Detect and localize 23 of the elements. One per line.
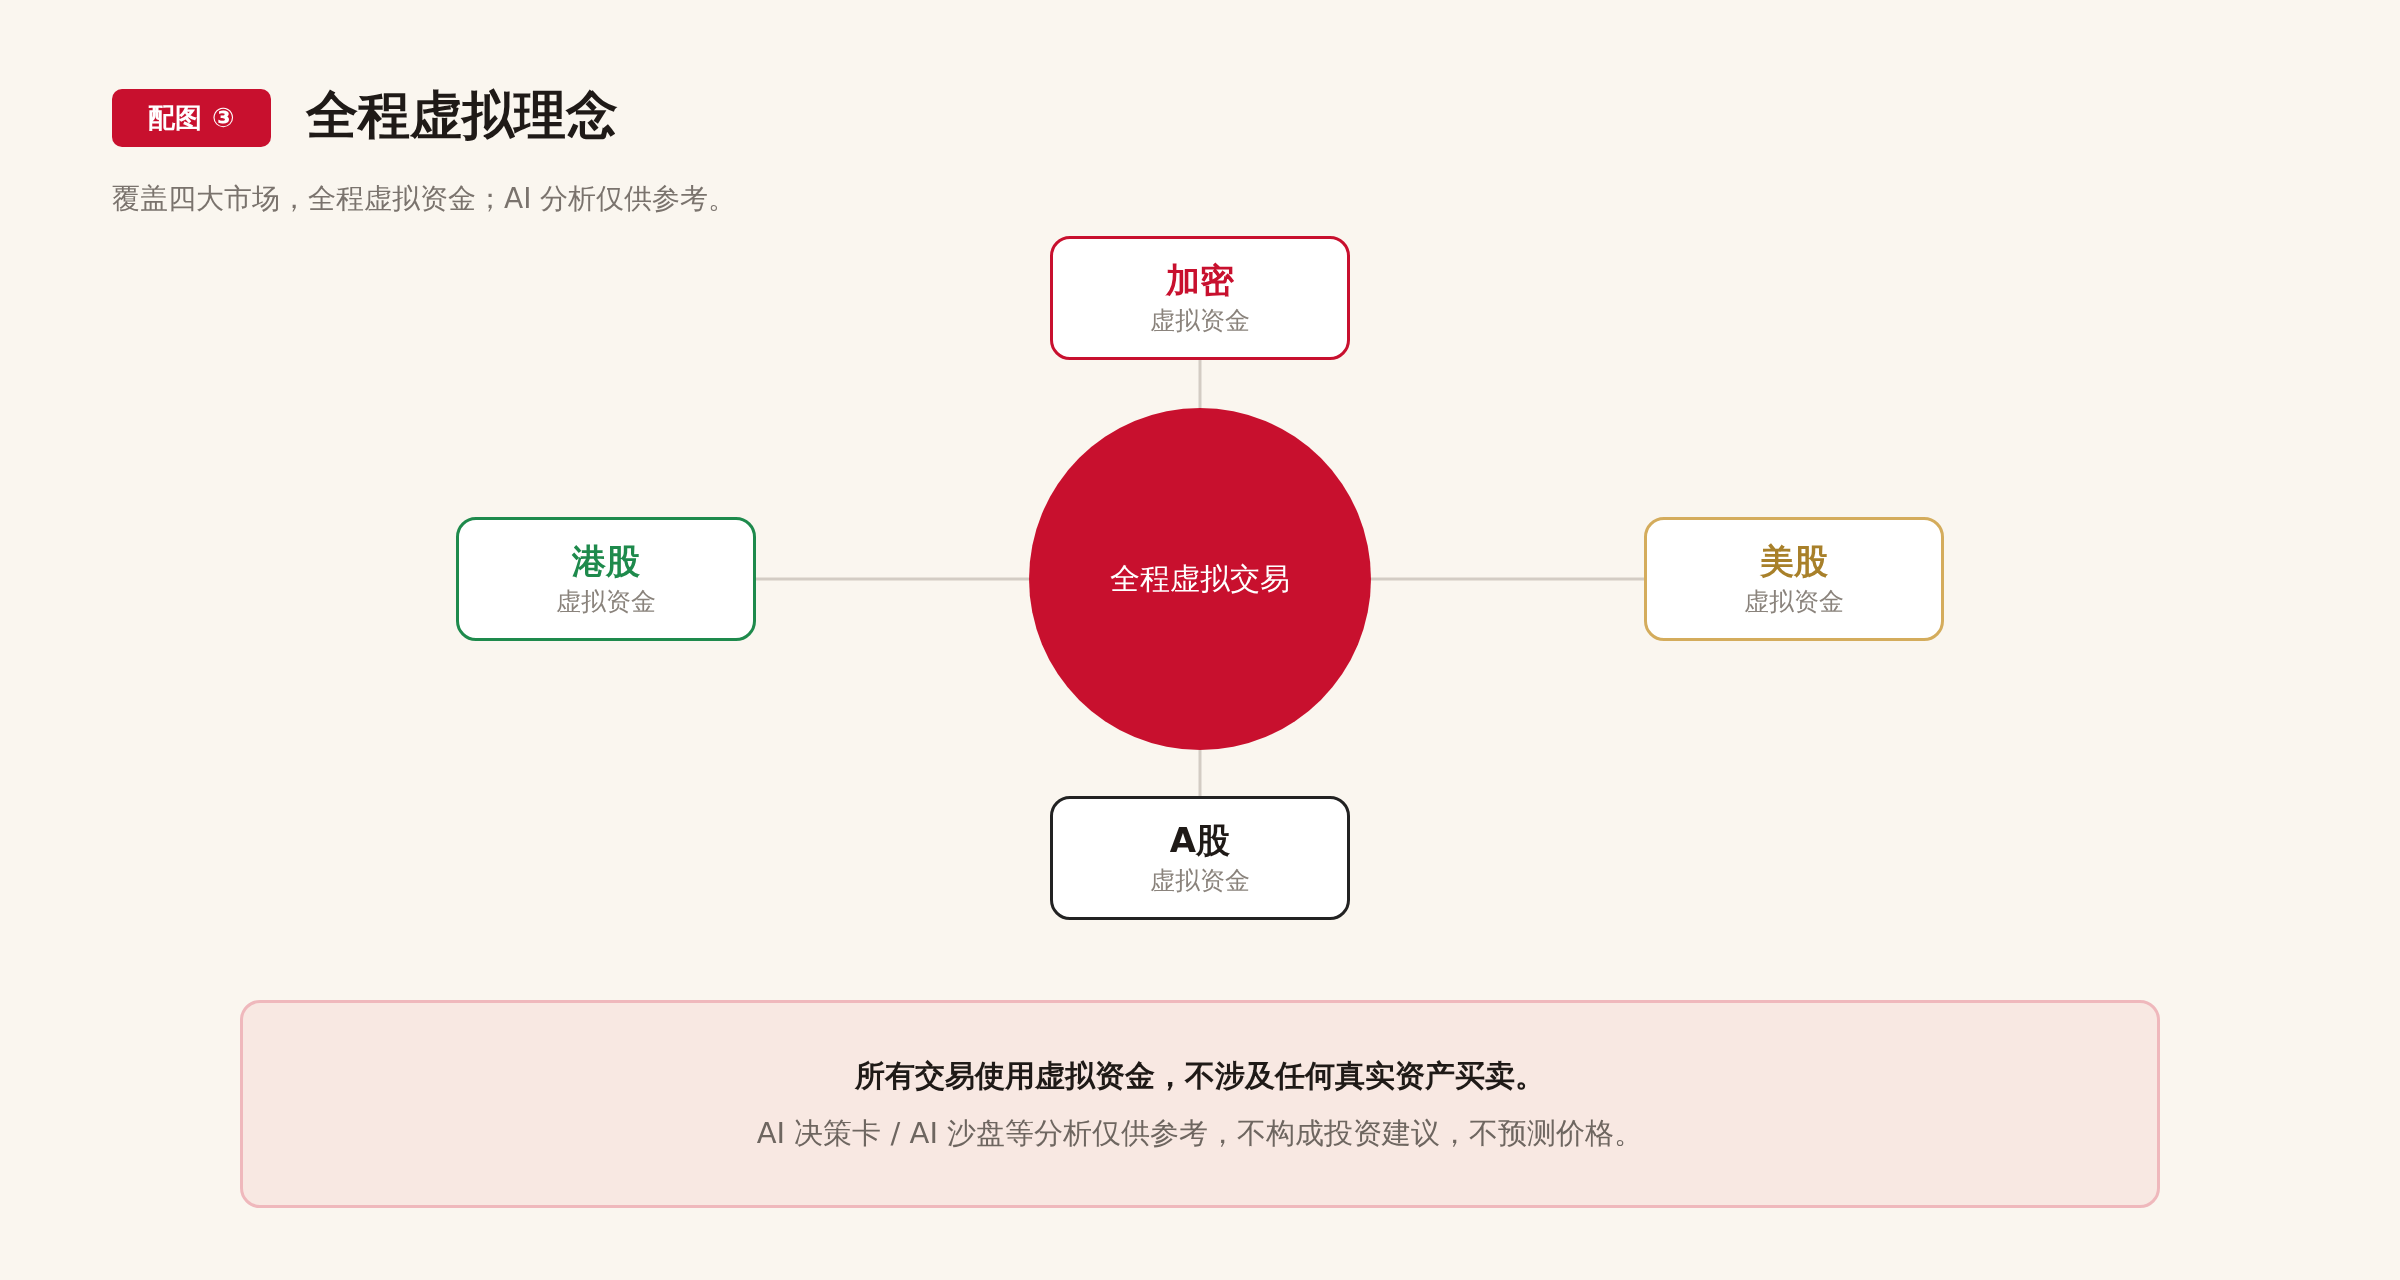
connector-line: [1198, 360, 1202, 408]
fund-label: 虚拟资金: [1150, 306, 1250, 337]
note-heading: 所有交易使用虚拟资金，不涉及任何真实资产买卖。: [855, 1057, 1545, 1094]
market-box: [1050, 236, 1350, 360]
market-box: [456, 517, 756, 641]
fund-label: 虚拟资金: [1150, 866, 1250, 897]
fund-label: 虚拟资金: [1744, 587, 1844, 618]
fund-label: 虚拟资金: [556, 587, 656, 618]
diagram-title: 全程虚拟理念: [306, 84, 618, 146]
market-box: [1644, 517, 1944, 641]
market-name: 加密: [1166, 259, 1234, 301]
market-name: 美股: [1760, 540, 1828, 582]
connector-line: [1198, 750, 1202, 796]
note-text: AI 决策卡 / AI 沙盘等分析仅供参考，不构成投资建议，不预测价格。: [756, 1115, 1644, 1151]
connector-line: [1371, 577, 1644, 581]
hub-label: 全程虚拟交易: [1110, 561, 1290, 597]
figure-badge: 配图 ③: [112, 89, 271, 147]
subtitle-text: 覆盖四大市场，全程虚拟资金；AI 分析仅供参考。: [112, 181, 737, 217]
note-panel: [240, 1000, 2160, 1208]
market-name: 港股: [572, 540, 640, 582]
connector-line: [756, 577, 1029, 581]
market-name: A股: [1169, 819, 1231, 861]
market-box: [1050, 796, 1350, 920]
